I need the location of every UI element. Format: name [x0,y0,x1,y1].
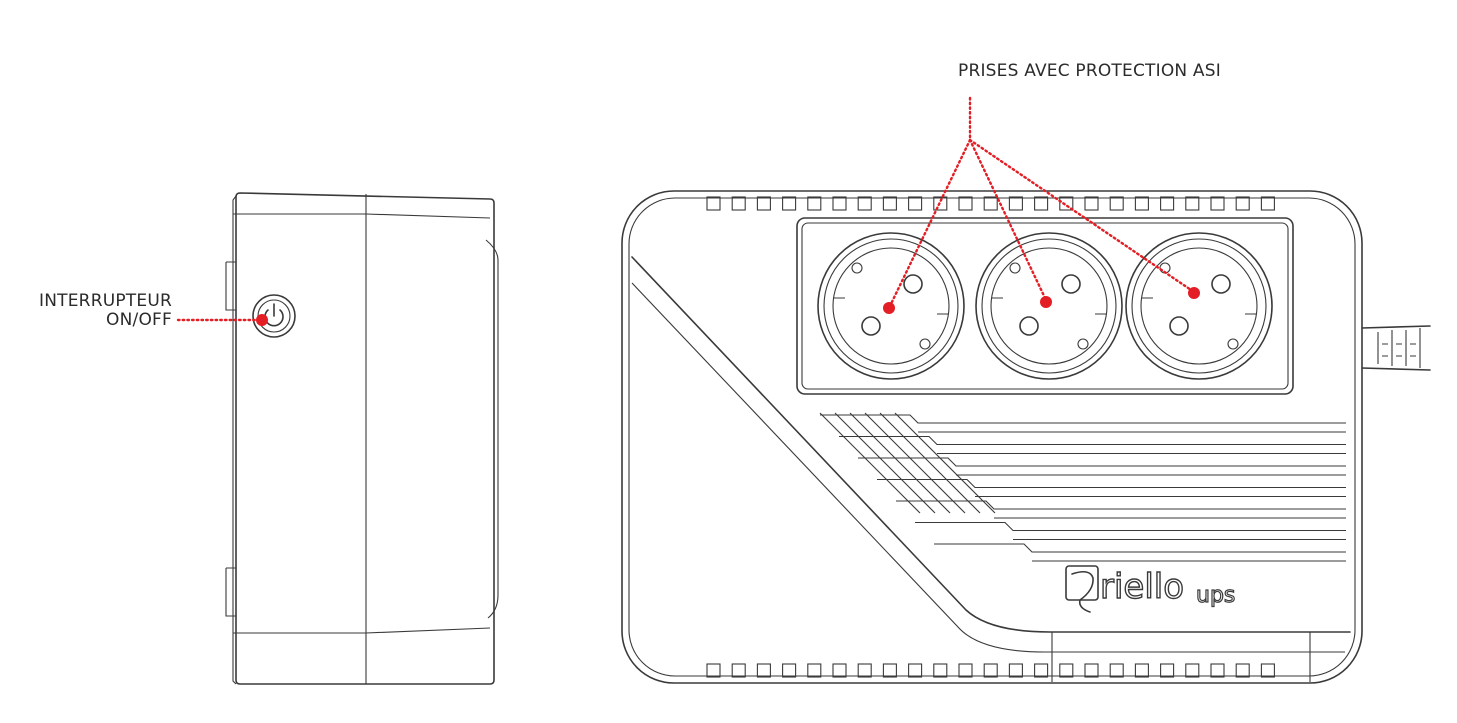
power-symbol-icon [264,303,284,327]
power-switch-leader [176,314,268,326]
vent-slot [1109,663,1124,678]
vent-slat [877,478,1346,489]
outlets-callout-label: PRISES AVEC PROTECTION ASI [958,61,1221,81]
vent-slot [807,663,822,678]
vent-slot [756,196,771,211]
front-view: riello ups [621,190,1431,684]
vent-slot [1260,196,1275,211]
brand-logo: riello ups [1065,565,1236,613]
schuko-outlet-icon [817,232,965,380]
vent-slot [933,196,948,211]
vent-slot [706,196,721,211]
vent-slot [1034,196,1049,211]
schuko-outlet-icon [975,232,1123,380]
outlet-dot-2 [1040,296,1052,308]
vent-slot [1059,196,1074,211]
outlet-dot-1 [883,302,895,314]
vent-slot [1210,663,1225,678]
vent-slot [1185,663,1200,678]
vent-slot [983,196,998,211]
vent-slot [958,196,973,211]
vent-slot [832,663,847,678]
vent-slot [1034,663,1049,678]
vent-slot [731,663,746,678]
vent-slot [832,196,847,211]
vent-slot [1235,196,1250,211]
side-vents [819,412,1346,562]
brand-suffix: ups [1196,583,1235,608]
vent-slat [896,500,1346,510]
riello-swirl-logo [1071,570,1094,613]
vent-slot [857,663,872,678]
vent-slot [807,196,822,211]
vent-slot [1059,663,1074,678]
vent-slot [1008,663,1023,678]
vent-slot [1185,196,1200,211]
outlet-dot-3 [1188,287,1200,299]
vent-slat [915,521,1346,532]
brand-name: riello [1100,567,1184,607]
vent-slot [933,663,948,678]
vent-slot [1134,196,1149,211]
bottom-vents [706,663,1275,678]
vent-slat [839,435,1346,446]
power-cord [1361,325,1431,371]
vent-slot [1084,663,1099,678]
vent-slot [1134,663,1149,678]
vent-slot [1109,196,1124,211]
vent-slot [908,196,923,211]
outlets-leader [883,96,1200,314]
vent-slot [756,663,771,678]
vent-slot [882,196,897,211]
vent-slot [983,663,998,678]
schuko-outlet-icon [1125,232,1273,380]
vent-slot [908,663,923,678]
vent-slat [858,457,1346,467]
vent-slot [1160,663,1175,678]
vent-slat [820,414,1346,424]
vent-slot [857,196,872,211]
vent-slot [706,663,721,678]
vent-slot [782,196,797,211]
vent-slot [958,663,973,678]
vent-slot [1260,663,1275,678]
vent-slot [1160,196,1175,211]
outlets [817,232,1273,380]
side-view [225,192,499,685]
vent-slot [1084,196,1099,211]
vent-slot [1210,196,1225,211]
power-switch-label-line1: INTERRUPTEUR [39,291,172,311]
power-switch-callout-label: INTERRUPTEUR ON/OFF [39,292,172,330]
vent-slot [1235,663,1250,678]
vent-slot [882,663,897,678]
vent-slot [731,196,746,211]
top-vents [706,196,1275,211]
vent-slot [782,663,797,678]
vent-slot [1008,196,1023,211]
vent-slat [934,543,1346,553]
power-switch-label-line2: ON/OFF [106,310,172,330]
